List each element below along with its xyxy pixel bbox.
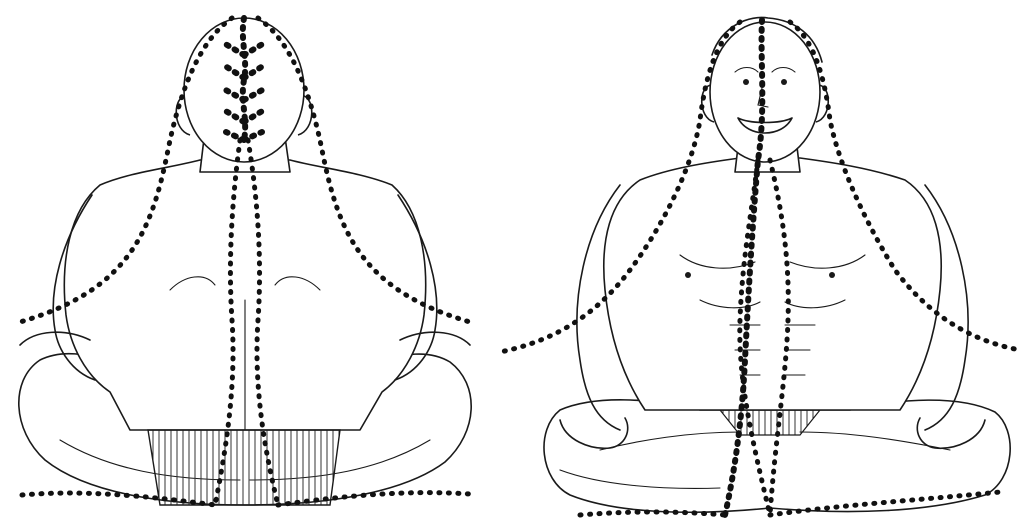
front-view-figure (544, 17, 1010, 512)
front-torso (604, 158, 941, 410)
back-loincloth (148, 430, 340, 505)
